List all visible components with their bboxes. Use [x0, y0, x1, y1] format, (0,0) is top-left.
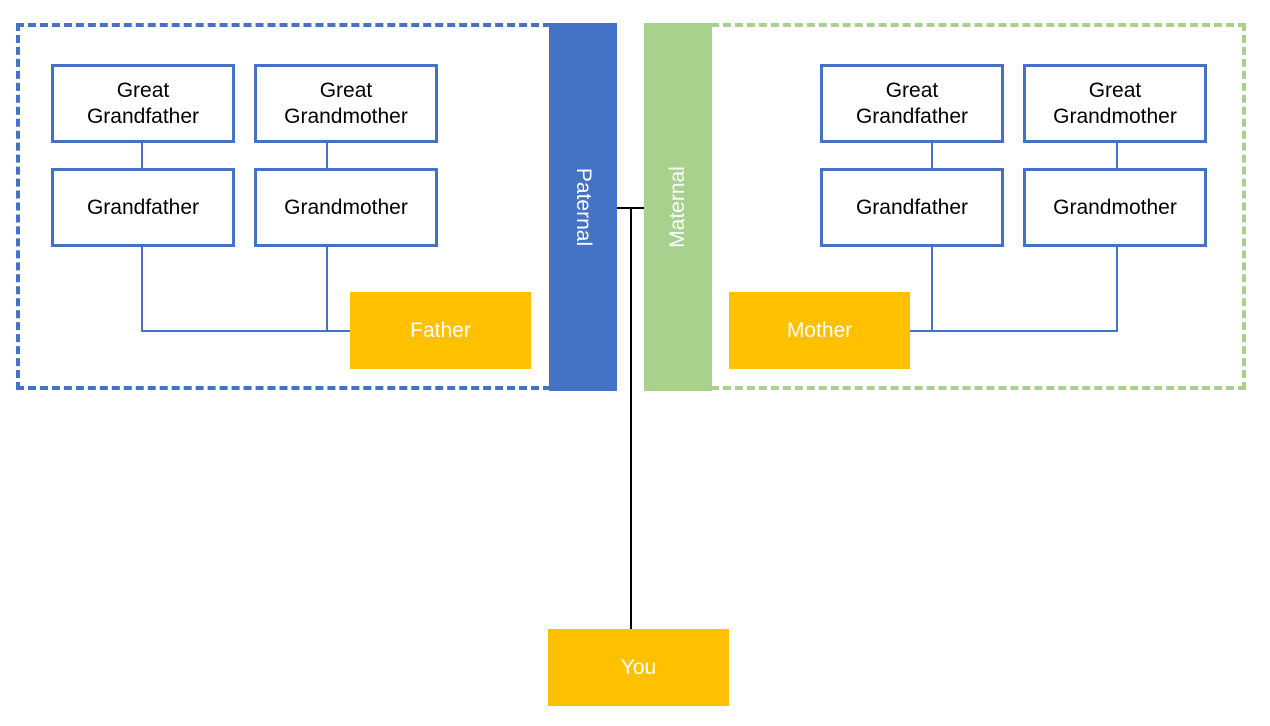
- paternal-great-grandmother-box: Great Grandmother: [254, 64, 438, 143]
- maternal-group-frame: [711, 23, 1246, 390]
- connector-line: [931, 142, 933, 169]
- mother-label: Mother: [786, 318, 853, 342]
- connector-line: [1116, 142, 1118, 169]
- maternal-grandmother-box: Grandmother: [1023, 168, 1207, 247]
- maternal-grandmother-label: Grandmother: [1053, 195, 1177, 219]
- connector-line: [141, 330, 351, 332]
- paternal-grandfather-label: Grandfather: [86, 195, 200, 219]
- paternal-great-grandfather-box: Great Grandfather: [51, 64, 235, 143]
- connector-line: [326, 246, 328, 332]
- paternal-side-bar: Paternal: [549, 23, 617, 391]
- maternal-great-grandmother-box: Great Grandmother: [1023, 64, 1207, 143]
- maternal-grandfather-box: Grandfather: [820, 168, 1004, 247]
- connector-line: [1116, 246, 1118, 332]
- connector-line: [141, 246, 143, 332]
- maternal-great-grandfather-box: Great Grandfather: [820, 64, 1004, 143]
- paternal-group-frame: [16, 23, 551, 390]
- paternal-grandfather-box: Grandfather: [51, 168, 235, 247]
- you-label: You: [620, 655, 657, 679]
- maternal-side-bar: Maternal: [644, 23, 712, 391]
- connector-line: [141, 142, 143, 169]
- father-box: Father: [350, 292, 531, 369]
- you-box: You: [548, 629, 729, 706]
- paternal-great-grandmother-label: Great Grandmother: [284, 78, 408, 128]
- paternal-great-grandfather-label: Great Grandfather: [86, 78, 200, 128]
- father-label: Father: [410, 318, 471, 342]
- mother-box: Mother: [729, 292, 910, 369]
- maternal-grandfather-label: Grandfather: [855, 195, 969, 219]
- maternal-side-label: Maternal: [666, 166, 690, 248]
- connector-line: [909, 330, 1118, 332]
- maternal-great-grandmother-label: Great Grandmother: [1053, 78, 1177, 128]
- connector-line: [931, 246, 933, 332]
- child-link-line: [630, 207, 632, 630]
- connector-line: [326, 142, 328, 169]
- maternal-great-grandfather-label: Great Grandfather: [855, 78, 969, 128]
- paternal-grandmother-label: Grandmother: [284, 195, 408, 219]
- paternal-grandmother-box: Grandmother: [254, 168, 438, 247]
- paternal-side-label: Paternal: [572, 167, 595, 247]
